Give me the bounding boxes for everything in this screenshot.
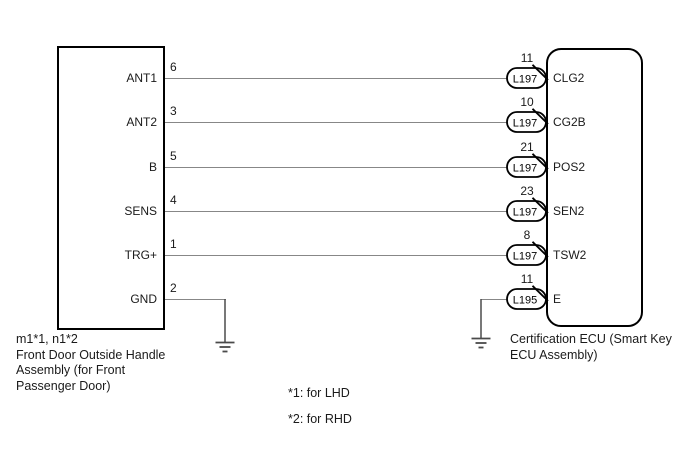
wire <box>165 78 509 79</box>
wire <box>165 122 509 123</box>
note-rhd: *2: for RHD <box>288 412 352 426</box>
pin-label: ANT1 <box>126 71 157 85</box>
pin-number: 1 <box>170 237 177 251</box>
ecu-caption: Certification ECU (Smart Key ECU Assembl… <box>510 332 688 363</box>
connector-oval: L195 <box>506 285 549 310</box>
connector-code: L197 <box>513 74 537 86</box>
wire <box>165 211 509 212</box>
wire <box>481 299 509 300</box>
component-name-line: Certification ECU (Smart Key <box>510 332 672 346</box>
ground-icon <box>471 299 491 349</box>
connector-code: L197 <box>513 207 537 219</box>
connector-oval: L197 <box>506 241 549 266</box>
terminal-label: POS2 <box>553 160 586 174</box>
terminal-number: 23 <box>520 184 534 198</box>
wire <box>165 167 509 168</box>
connector-code: L197 <box>513 118 537 130</box>
component-code: m1*1, n1*2 <box>16 332 78 346</box>
pin-label: SENS <box>124 204 157 218</box>
ground-icon <box>215 299 235 353</box>
terminal-label: CLG2 <box>553 71 585 85</box>
left-component-caption: m1*1, n1*2 Front Door Outside Handle Ass… <box>16 332 206 394</box>
terminal-label: CG2B <box>553 115 586 129</box>
connector-oval: L197 <box>506 153 549 178</box>
component-name-line: Assembly (for Front <box>16 363 126 377</box>
pin-label: GND <box>130 292 157 306</box>
terminal-label: SEN2 <box>553 204 585 218</box>
terminal-number: 11 <box>520 272 534 286</box>
terminal-number: 21 <box>520 140 534 154</box>
pin-label: TRG+ <box>124 248 157 262</box>
pin-number: 3 <box>170 104 177 118</box>
component-name-line: Passenger Door) <box>16 378 111 393</box>
pin-number: 2 <box>170 281 177 295</box>
pin-label: ANT2 <box>126 115 157 129</box>
note-lhd: *1: for LHD <box>288 386 350 400</box>
connector-code: L195 <box>513 295 537 307</box>
connector-oval: L197 <box>506 108 549 133</box>
terminal-number: 10 <box>520 95 534 109</box>
connector-oval: L197 <box>506 197 549 222</box>
left-component-box <box>57 46 165 330</box>
pin-number: 4 <box>170 193 177 207</box>
pin-number: 6 <box>170 60 177 74</box>
pin-number: 5 <box>170 149 177 163</box>
terminal-number: 8 <box>523 228 531 242</box>
wire <box>165 299 226 300</box>
connector-oval: L197 <box>506 64 549 89</box>
wire <box>165 255 509 256</box>
pin-label: B <box>148 160 157 174</box>
connector-code: L197 <box>513 163 537 175</box>
component-name-line: Front Door Outside Handle <box>16 347 166 362</box>
terminal-label: TSW2 <box>553 248 587 262</box>
terminal-number: 11 <box>520 51 534 65</box>
connector-code: L197 <box>513 251 537 263</box>
ecu-box <box>546 48 643 327</box>
component-name-line: ECU Assembly) <box>510 347 598 362</box>
terminal-label: E <box>553 292 562 306</box>
